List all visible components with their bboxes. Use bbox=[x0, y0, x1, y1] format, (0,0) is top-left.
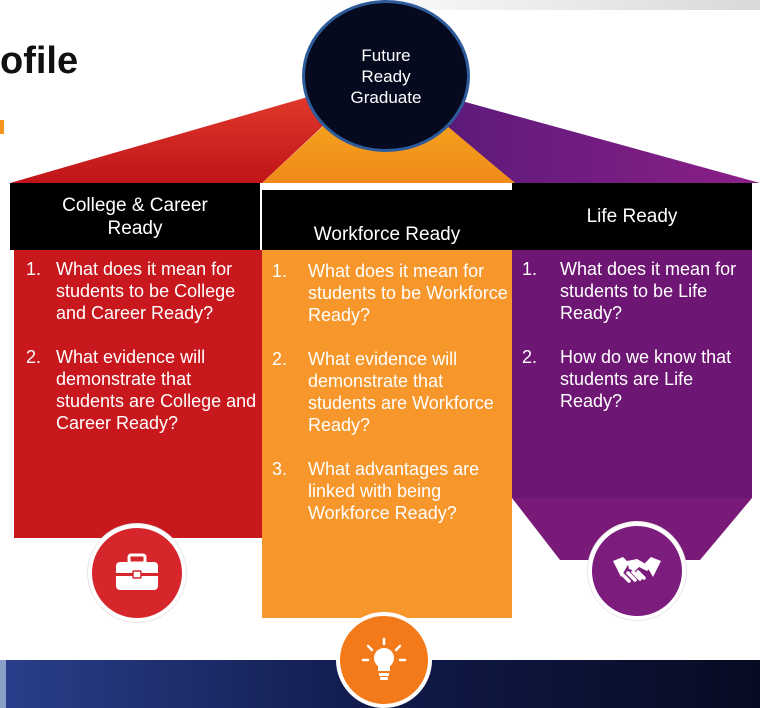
item-number: 2. bbox=[26, 347, 42, 367]
question-list: 1. What does it mean for students to be C… bbox=[22, 258, 258, 434]
item-number: 2. bbox=[522, 347, 538, 367]
list-item: 1. What does it mean for students to be W… bbox=[266, 260, 508, 326]
column-heading-label: College & Career Ready bbox=[62, 194, 208, 239]
column-heading-workforce: Workforce Ready bbox=[262, 190, 512, 250]
list-item: 2. What evidence will demonstrate that st… bbox=[22, 346, 258, 434]
hub-circle: Future Ready Graduate bbox=[302, 0, 470, 152]
slide-title: ofile bbox=[0, 40, 79, 82]
roof-purple bbox=[430, 95, 760, 183]
lightbulb-icon bbox=[336, 612, 432, 708]
list-item: 1. What does it mean for students to be L… bbox=[522, 258, 748, 324]
list-item: 2. How do we know that students are Life … bbox=[522, 346, 748, 412]
item-text: What does it mean for students to be Lif… bbox=[560, 259, 737, 323]
column-heading-life: Life Ready bbox=[512, 183, 752, 250]
column-heading-label: Workforce Ready bbox=[313, 223, 461, 245]
item-number: 1. bbox=[522, 259, 538, 279]
item-text: What does it mean for students to be Col… bbox=[56, 259, 236, 323]
column-body-purple bbox=[512, 250, 752, 498]
item-number: 2. bbox=[272, 349, 288, 369]
item-number: 1. bbox=[26, 259, 42, 279]
question-list: 1. What does it mean for students to be L… bbox=[522, 258, 748, 412]
column-body-college-career: 1. What does it mean for students to be C… bbox=[14, 258, 262, 538]
item-text: What does it mean for students to be Wor… bbox=[308, 261, 508, 325]
item-text: How do we know that students are Life Re… bbox=[560, 347, 732, 411]
item-text: What evidence will demonstrate that stud… bbox=[56, 347, 257, 433]
column-heading-label: Life Ready bbox=[586, 206, 678, 227]
hub-label: Future Ready Graduate bbox=[350, 45, 422, 107]
column-body-workforce: 1. What does it mean for students to be W… bbox=[262, 250, 512, 618]
column-heading-college-career: College & Career Ready bbox=[10, 183, 260, 250]
roof-red bbox=[10, 92, 340, 183]
list-item: 2. What evidence will demonstrate that st… bbox=[266, 348, 508, 436]
handshake-icon bbox=[588, 522, 686, 620]
item-text: What advantages are linked with being Wo… bbox=[308, 459, 480, 523]
question-list: 1. What does it mean for students to be W… bbox=[266, 260, 508, 524]
item-text: What evidence will demonstrate that stud… bbox=[308, 349, 494, 435]
item-number: 3. bbox=[272, 459, 288, 479]
top-strip bbox=[320, 0, 760, 10]
list-item: 1. What does it mean for students to be C… bbox=[22, 258, 258, 324]
briefcase-icon bbox=[88, 524, 186, 622]
title-accent-mark bbox=[0, 120, 4, 134]
column-body-red bbox=[14, 250, 262, 538]
item-number: 1. bbox=[272, 261, 288, 281]
bottom-bar-edge bbox=[0, 660, 6, 708]
column-body-life: 1. What does it mean for students to be L… bbox=[512, 258, 752, 498]
list-item: 3. What advantages are linked with being … bbox=[266, 458, 508, 524]
